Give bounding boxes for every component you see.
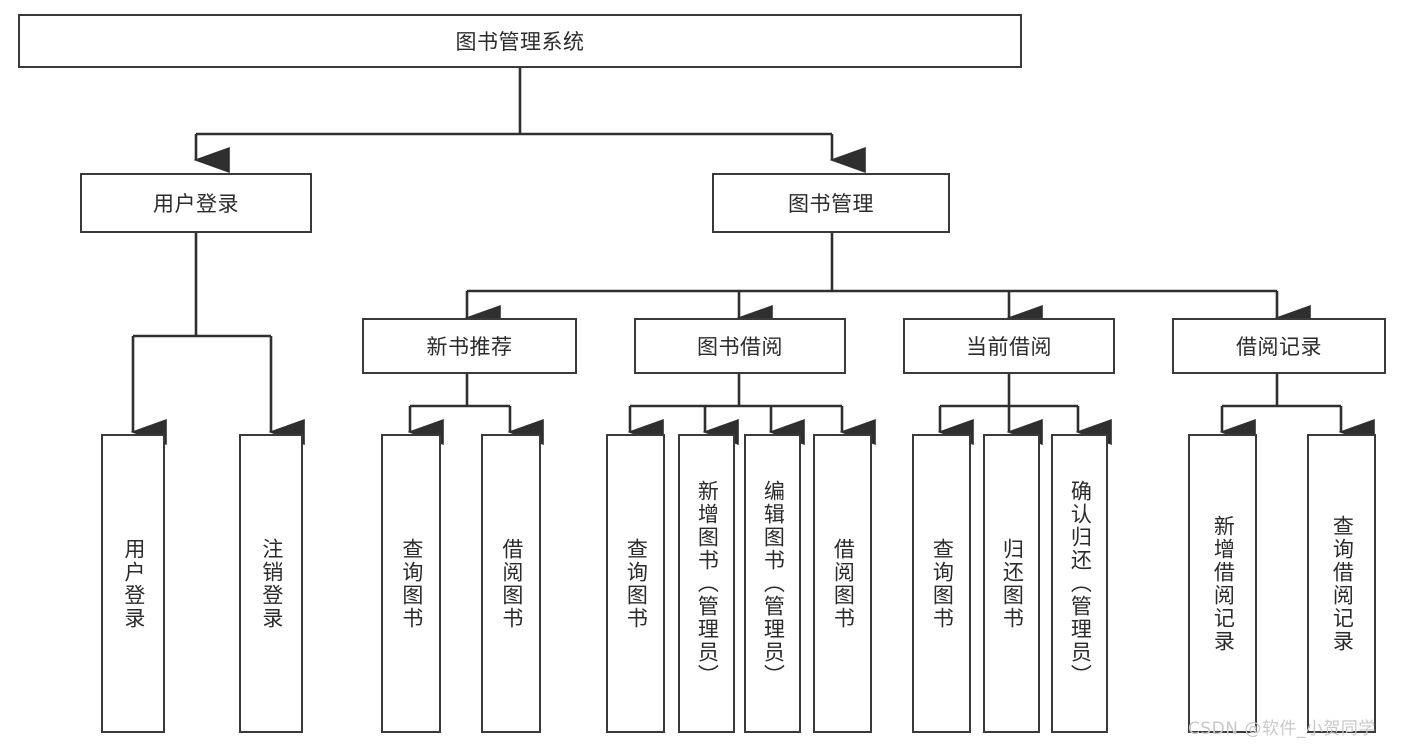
leaf-borrow-add-book-admin[interactable]: 新增图书（管理员） [678, 434, 735, 733]
node-label: 用户登录 [153, 192, 239, 216]
node-label: 借阅记录 [1236, 335, 1322, 359]
leaf-borrow-edit-book-admin[interactable]: 编辑图书（管理员） [744, 434, 801, 733]
leaf-recommend-borrow-book[interactable]: 借阅图书 [481, 434, 541, 733]
node-label: 编辑图书（管理员） [761, 480, 786, 687]
node-label: 新增图书（管理员） [695, 480, 720, 687]
node-label: 查询借阅记录 [1330, 514, 1355, 653]
leaf-user-login-logout[interactable]: 注销登录 [239, 434, 303, 733]
node-label: 新增借阅记录 [1211, 514, 1236, 653]
node-label: 注销登录 [259, 537, 284, 630]
node-label: 新书推荐 [426, 335, 513, 359]
node-book-borrow[interactable]: 图书借阅 [634, 318, 846, 374]
leaf-record-add-record[interactable]: 新增借阅记录 [1188, 434, 1257, 733]
leaf-current-query-book[interactable]: 查询图书 [912, 434, 971, 733]
node-label: 图书借阅 [697, 335, 783, 359]
node-current-borrow[interactable]: 当前借阅 [903, 318, 1115, 374]
node-label: 借阅图书 [831, 537, 856, 630]
node-label: 归还图书 [1000, 537, 1025, 630]
leaf-user-login-login[interactable]: 用户登录 [101, 434, 165, 733]
node-label: 查询图书 [930, 537, 955, 630]
node-new-book-recommend[interactable]: 新书推荐 [362, 318, 577, 374]
leaf-recommend-query-book[interactable]: 查询图书 [381, 434, 441, 733]
node-user-login[interactable]: 用户登录 [80, 173, 312, 233]
node-label: 查询图书 [624, 537, 649, 630]
leaf-borrow-query-book[interactable]: 查询图书 [606, 434, 665, 733]
node-label: 当前借阅 [966, 335, 1052, 359]
node-label: 图书管理系统 [455, 30, 585, 54]
leaf-current-return-book[interactable]: 归还图书 [983, 434, 1040, 733]
leaf-current-confirm-return-admin[interactable]: 确认归还（管理员） [1051, 434, 1108, 733]
leaf-borrow-borrow-book[interactable]: 借阅图书 [813, 434, 872, 733]
node-borrow-record[interactable]: 借阅记录 [1172, 318, 1386, 374]
node-root-system[interactable]: 图书管理系统 [18, 14, 1022, 68]
node-label: 借阅图书 [499, 537, 524, 630]
node-label: 查询图书 [399, 537, 424, 630]
node-book-management[interactable]: 图书管理 [712, 173, 950, 233]
node-label: 确认归还（管理员） [1068, 480, 1093, 687]
leaf-record-query-record[interactable]: 查询借阅记录 [1307, 434, 1376, 733]
csdn-watermark: CSDN @软件_小贺同学 [1188, 719, 1376, 739]
node-label: 用户登录 [121, 537, 146, 630]
node-label: 图书管理 [788, 192, 874, 216]
